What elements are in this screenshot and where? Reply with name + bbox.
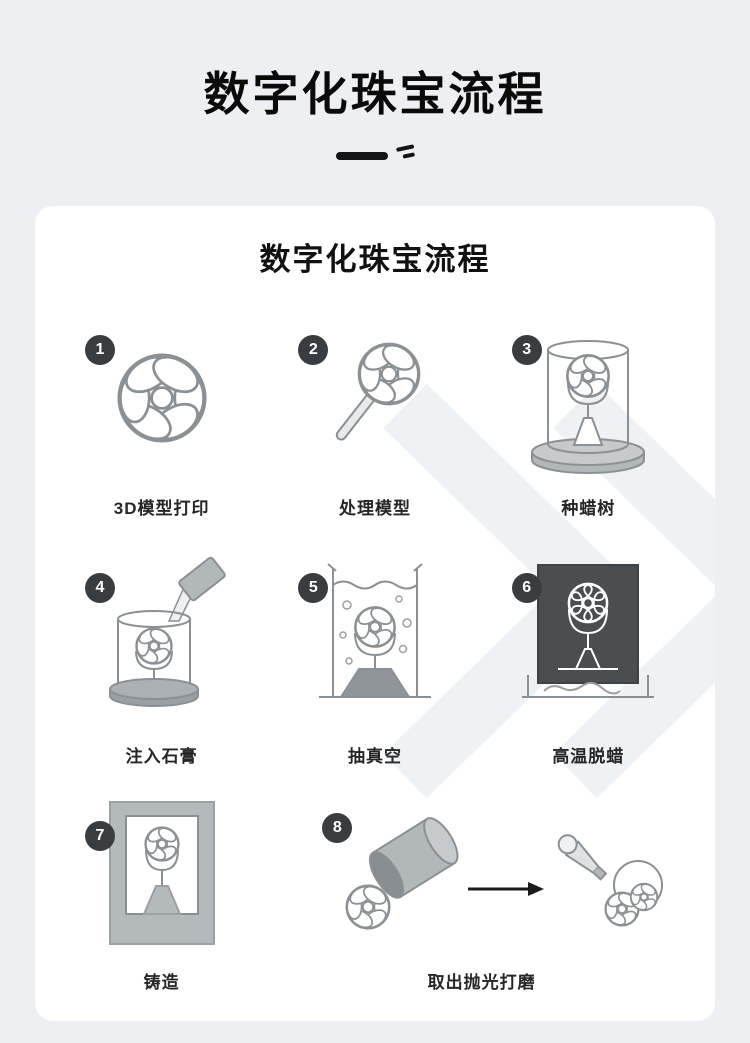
polishing-tool-icon — [557, 833, 608, 881]
step-8: 8 — [268, 787, 695, 999]
step-2: 2 处理模型 — [268, 301, 481, 525]
step-1: 1 3D模型打印 — [55, 301, 268, 525]
step-5: 5 — [268, 539, 481, 773]
step-number-badge: 4 — [85, 573, 115, 603]
model-on-sprue-illustration — [335, 338, 421, 441]
steps-grid: 1 3D模型打印 2 — [55, 301, 695, 999]
step-7: 7 铸造 — [55, 787, 268, 999]
pour-plaster-into-flask-illustration — [108, 556, 226, 707]
step-number-badge: 7 — [85, 821, 115, 851]
step-number-badge: 5 — [298, 573, 329, 603]
step-number-badge: 1 — [85, 335, 115, 365]
step-6: 6 — [482, 539, 695, 773]
step-label: 取出抛光打磨 — [427, 973, 536, 992]
step-label: 抽真空 — [347, 747, 402, 766]
step-number-badge: 2 — [298, 335, 329, 365]
process-card: 数字化珠宝流程 1 3D模型打印 2 — [35, 206, 715, 1021]
step-3: 3 种 — [482, 301, 695, 525]
remove-and-polish-illustration — [345, 816, 663, 932]
vacuum-degas-illustration — [318, 562, 431, 698]
underline-bar — [335, 152, 388, 160]
step-label: 3D模型打印 — [113, 499, 210, 518]
page-title: 数字化珠宝流程 — [203, 68, 547, 120]
step-number-badge: 6 — [511, 573, 542, 603]
step-label: 种蜡树 — [561, 499, 616, 518]
burnout-dewax-oven-illustration — [522, 563, 655, 698]
step-number-badge: 3 — [511, 335, 542, 365]
step-label: 铸造 — [143, 973, 180, 992]
underline-ticks — [395, 144, 415, 159]
step-label: 处理模型 — [338, 499, 411, 518]
wax-tree-in-flask-illustration — [531, 339, 646, 474]
casting-mold-illustration — [108, 800, 215, 945]
title-underline — [0, 144, 750, 162]
step-4: 4 — [55, 539, 268, 773]
step-label: 注入石膏 — [125, 747, 198, 766]
step-label: 高温脱蜡 — [552, 747, 625, 766]
card-title: 数字化珠宝流程 — [259, 242, 491, 277]
step-number-badge: 8 — [322, 813, 353, 843]
